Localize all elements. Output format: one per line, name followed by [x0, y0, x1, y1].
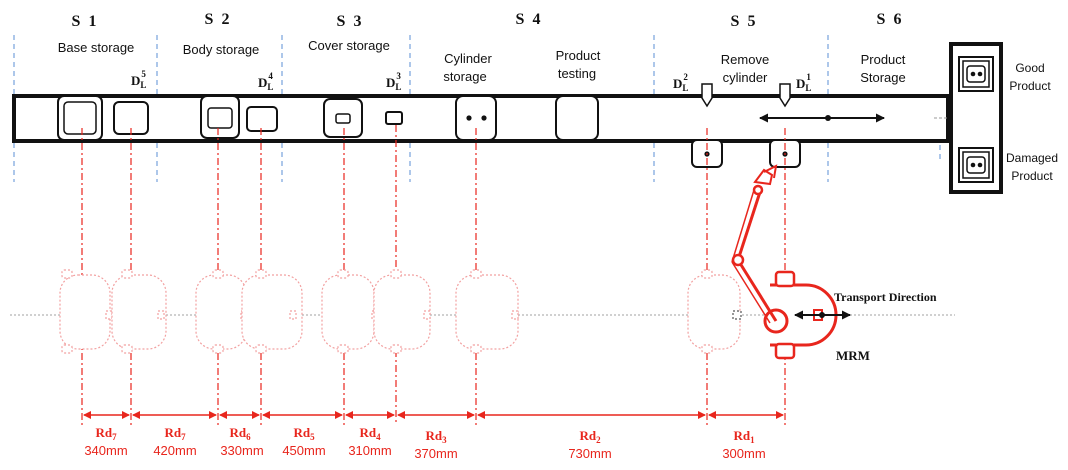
station-label: cylinder: [723, 70, 768, 85]
robot-ghost: [111, 269, 167, 354]
s6-double-arrow: [759, 113, 885, 123]
station-label: Product: [556, 48, 601, 63]
distance-value: 310mm: [348, 443, 391, 458]
distance-label: Rd5: [293, 425, 315, 442]
good-product-label: Good: [1015, 61, 1044, 75]
mrm-robot: [731, 164, 838, 360]
station-label: storage: [443, 69, 486, 84]
drop-pointers: [701, 83, 791, 108]
station-reference-lines: [81, 125, 786, 425]
robot-ghosts: [59, 269, 742, 354]
station-title-s5: S 5: [731, 13, 758, 30]
cylinder-dot: [466, 115, 472, 121]
station-labels: Base storage Body storage Cover storage …: [58, 38, 906, 85]
robot-ghost: [687, 269, 742, 354]
robot-ghost: [241, 269, 303, 354]
station-label: Cylinder: [444, 51, 492, 66]
product-part: [555, 95, 599, 141]
distance-label: Rd7: [164, 425, 186, 442]
station-title-s6: S 6: [877, 11, 904, 28]
conveyor-items: [57, 95, 801, 168]
station-label: testing: [558, 66, 596, 81]
distance-label: Rd3: [425, 428, 447, 445]
good-product-label: Product: [1009, 79, 1051, 93]
robot-ghost: [321, 269, 379, 354]
distance-value: 340mm: [84, 443, 127, 458]
distance-value: 300mm: [722, 446, 765, 461]
distance-label: Rd7: [95, 425, 117, 442]
dl-marker: DL5: [131, 69, 146, 90]
base-part-inner: [63, 101, 97, 135]
output-storage: Good Product Damaged Product: [949, 42, 1058, 194]
station-title-s4: S 4: [516, 11, 543, 28]
pointer-icon: [779, 83, 791, 108]
station-label: Body storage: [183, 42, 260, 57]
damaged-product-label: Product: [1011, 169, 1053, 183]
distance-labels: Rd7 340mm Rd7 420mm Rd6 330mm Rd5 450mm …: [84, 425, 765, 461]
body-part-inner: [207, 107, 233, 129]
dl-marker: DL4: [258, 71, 273, 92]
dl-markers: DL5 DL4 DL3 DL2 DL1: [131, 69, 811, 93]
station-titles: S 1 S 2 S 3 S 4 S 5 S 6: [72, 11, 904, 30]
distance-value: 450mm: [282, 443, 325, 458]
distance-value: 730mm: [568, 446, 611, 461]
damaged-product-label: Damaged: [1006, 151, 1058, 165]
pointer-icon: [701, 83, 713, 108]
station-label: Remove: [721, 52, 769, 67]
station-label: Base storage: [58, 40, 135, 55]
station-label: Product: [861, 52, 906, 67]
dl-marker: DL3: [386, 71, 401, 92]
distance-label: Rd1: [733, 428, 755, 445]
cover-part-inner: [335, 113, 351, 124]
station-label: Cover storage: [308, 38, 390, 53]
distance-label: Rd2: [579, 428, 601, 445]
robot-ghost: [195, 269, 248, 354]
body-part: [246, 106, 278, 132]
distance-value: 370mm: [414, 446, 457, 461]
dl-marker: DL2: [673, 72, 688, 93]
cover-part: [385, 111, 403, 125]
station-label: Storage: [860, 70, 906, 85]
mrm-label: MRM: [836, 348, 870, 363]
transport-direction-label: Transport Direction: [834, 290, 937, 304]
distance-value: 420mm: [153, 443, 196, 458]
robot-ghost: [59, 269, 113, 354]
robot-ghost: [373, 269, 431, 354]
transport-direction: Transport Direction: [794, 290, 937, 320]
dl-marker: DL1: [796, 72, 811, 93]
distance-label: Rd6: [229, 425, 251, 442]
station-title-s1: S 1: [72, 13, 99, 30]
distance-value: 330mm: [220, 443, 263, 458]
distance-label: Rd4: [359, 425, 381, 442]
cylinder-dot: [481, 115, 487, 121]
station-title-s3: S 3: [337, 13, 364, 30]
station-title-s2: S 2: [205, 11, 232, 28]
robot-ghost: [455, 269, 519, 354]
